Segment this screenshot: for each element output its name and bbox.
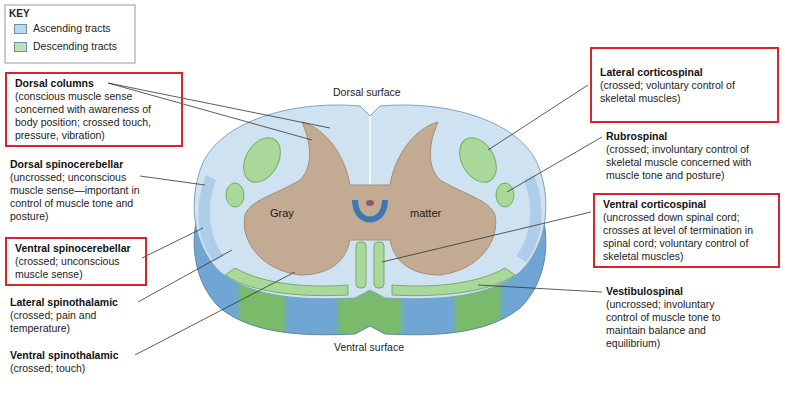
tract-name: Dorsal columns <box>15 77 173 90</box>
tract-description: (crossed; involuntary control of skeleta… <box>606 143 771 182</box>
label-group: Gray <box>270 207 294 220</box>
ventral-corticospinal-tract <box>356 242 366 288</box>
tract-description: (uncrossed; unconscious muscle sense—imp… <box>10 171 145 223</box>
region-label: Gray <box>270 207 294 220</box>
lateral-corticospinal-tract <box>236 131 288 189</box>
vestibulospinal-tract <box>225 268 348 296</box>
tract-name: Vestibulospinal <box>606 285 731 298</box>
tract-name: Ventral corticospinal <box>603 198 770 211</box>
tract-callout-box: Ventral corticospinal(uncrossed down spi… <box>593 193 780 268</box>
legend-text: Descending tracts <box>33 40 117 53</box>
tract-description: (crossed; unconscious muscle sense) <box>15 255 137 281</box>
leader-line <box>135 272 295 355</box>
legend-row: Descending tracts <box>14 40 117 53</box>
vestibulospinal-tract <box>392 268 515 296</box>
label-group: Dorsal spinocerebellar(uncrossed; uncons… <box>10 158 145 223</box>
tract-name: Lateral spinothalamic <box>10 296 120 309</box>
leader-line <box>142 228 203 258</box>
tract-name: Lateral corticospinal <box>600 66 769 79</box>
label-group: matter <box>410 207 441 220</box>
label-group: Ventral spinothalamic(crossed; touch) <box>10 349 150 375</box>
dorsal-septum <box>369 116 371 185</box>
leader-line <box>382 212 591 262</box>
legend-text: Ascending tracts <box>33 22 111 35</box>
key-frame <box>5 5 135 63</box>
tract-description: (crossed; pain and temperature) <box>10 309 120 335</box>
tract-callout-box: Dorsal columns(conscious muscle sense co… <box>5 72 183 147</box>
spinocerebellar-band <box>516 175 542 262</box>
label-group: Dorsal surface <box>333 86 401 99</box>
rubrospinal-tract <box>226 183 244 207</box>
tract-description: (conscious muscle sense concerned with a… <box>15 90 173 142</box>
tract-callout-box: Lateral corticospinal(crossed; voluntary… <box>590 47 779 123</box>
tract-name: Rubrospinal <box>606 130 771 143</box>
leader-line <box>488 85 588 150</box>
ventral-commissure <box>352 200 388 223</box>
tract-name: Dorsal spinocerebellar <box>10 158 145 171</box>
cord-face <box>194 105 546 299</box>
leader-line <box>507 137 602 192</box>
legend-row: Ascending tracts <box>14 22 111 35</box>
spinocerebellar-band <box>198 175 224 262</box>
surface-label: Ventral surface <box>334 341 404 354</box>
region-label: matter <box>410 207 441 220</box>
central-canal <box>366 200 374 206</box>
tract-description: (uncrossed; involuntary control of muscl… <box>606 298 731 350</box>
rubrospinal-tract <box>496 183 514 207</box>
legend-swatch <box>14 24 27 34</box>
tract-description: (uncrossed down spinal cord; crosses at … <box>603 211 770 263</box>
key-title: KEY <box>9 7 30 20</box>
label-group: Ventral surface <box>334 341 404 354</box>
leader-line <box>138 250 232 302</box>
tract-name: Ventral spinocerebellar <box>15 242 137 255</box>
leader-line <box>478 285 602 292</box>
leader-line <box>140 176 205 185</box>
label-group: KEY <box>9 7 30 20</box>
label-group: Vestibulospinal(uncrossed; involuntary c… <box>606 285 731 350</box>
gray-matter <box>244 122 496 275</box>
ventral-corticospinal-tract <box>374 242 384 288</box>
tract-callout-box: Ventral spinocerebellar(crossed; unconsc… <box>5 237 147 286</box>
label-group: Rubrospinal(crossed; involuntary control… <box>606 130 771 182</box>
tract-description: (crossed; touch) <box>10 362 150 375</box>
lateral-corticospinal-tract <box>452 131 504 189</box>
label-group: Lateral spinothalamic(crossed; pain and … <box>10 296 120 335</box>
tract-name: Ventral spinothalamic <box>10 349 150 362</box>
surface-label: Dorsal surface <box>333 86 401 99</box>
legend-swatch <box>14 42 27 52</box>
tract-description: (crossed; voluntary control of skeletal … <box>600 79 769 105</box>
